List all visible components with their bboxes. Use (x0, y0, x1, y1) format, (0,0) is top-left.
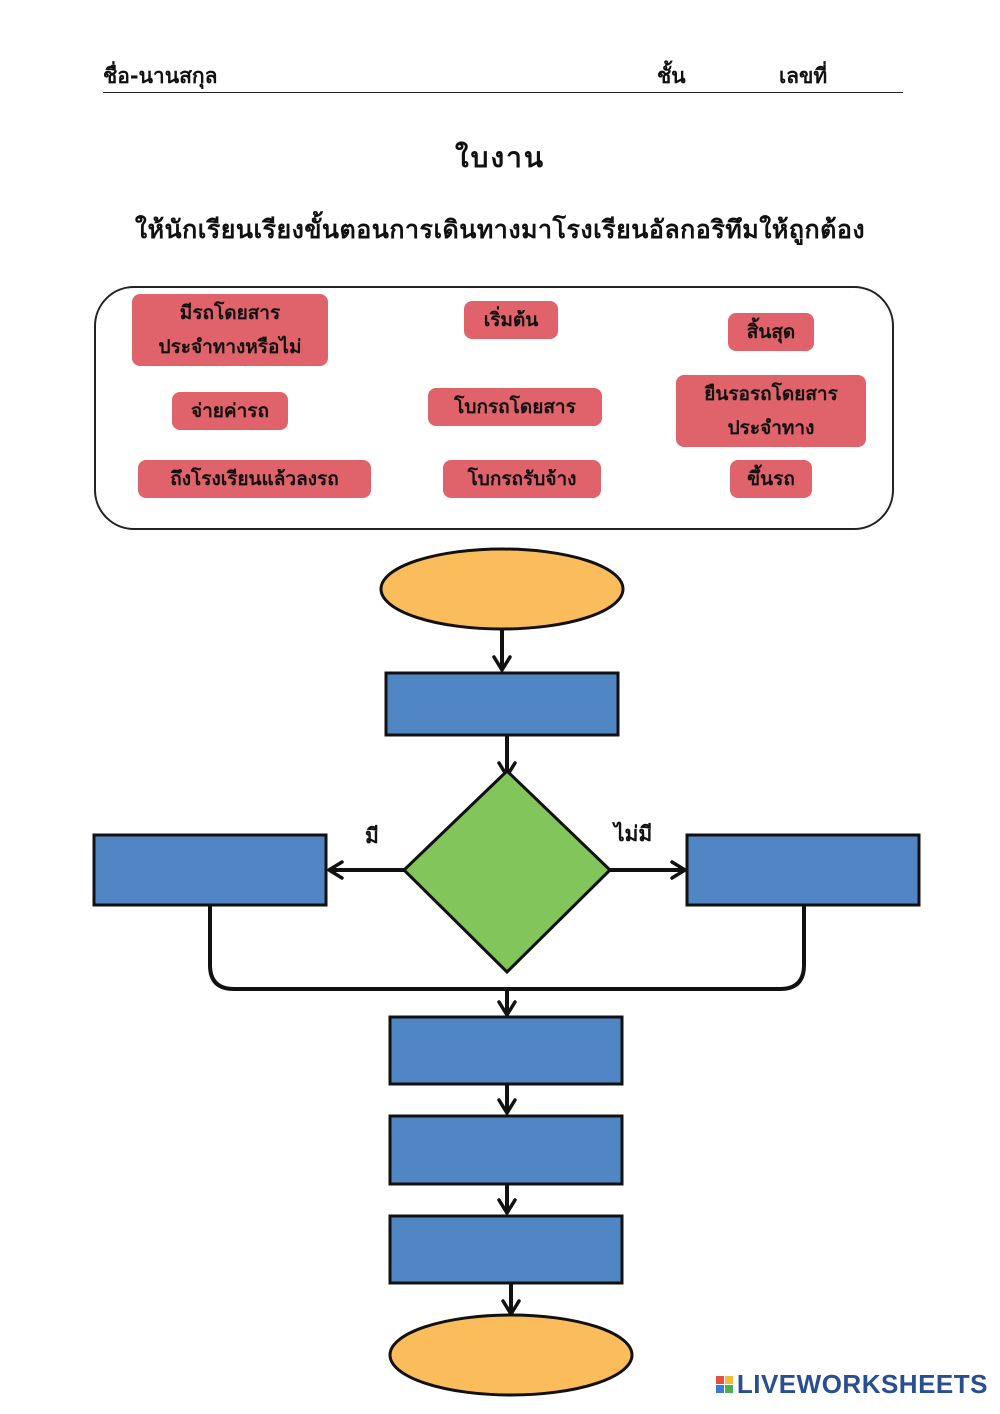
start-terminal-slot[interactable] (379, 547, 625, 631)
number-label: เลขที่ (779, 64, 828, 88)
tag-pay-fare[interactable]: จ่ายค่ารถ (172, 392, 288, 430)
tag-line: ประจำทาง (727, 417, 815, 439)
tag-line: เริ่มต้น (483, 309, 539, 331)
tag-line: มีรถโดยสาร (179, 302, 281, 324)
watermark-text: LIVEWORKSHEETS (736, 1369, 988, 1399)
decision-slot[interactable] (401, 768, 613, 975)
tag-hail-taxi[interactable]: โบกรถรับจ้าง (443, 460, 601, 498)
process-slot-no[interactable] (685, 833, 921, 907)
process-slot-3[interactable] (388, 1114, 624, 1186)
end-terminal-slot[interactable] (388, 1313, 634, 1397)
name-label: ชื่อ-นานสกุล (103, 64, 218, 88)
tag-line: ถึงโรงเรียนแล้วลงรถ (170, 468, 339, 490)
tag-line: ยืนรอรถโดยสาร (704, 383, 838, 405)
process-slot-yes[interactable] (92, 833, 328, 907)
tag-end[interactable]: สิ้นสุด (728, 313, 814, 351)
tag-arrive-school[interactable]: ถึงโรงเรียนแล้วลงรถ (138, 460, 371, 498)
tag-hail-bus[interactable]: โบกรถโดยสาร (428, 388, 602, 426)
tag-wait-for-bus[interactable]: ยืนรอรถโดยสาร ประจำทาง (676, 375, 866, 447)
liveworksheets-logo: LIVEWORKSHEETS (715, 1369, 988, 1400)
liveworksheets-mark-icon (715, 1376, 733, 1393)
tag-line: โบกรถรับจ้าง (467, 468, 577, 490)
no-branch-label: ไม่มี (614, 822, 653, 846)
yes-branch-label: มี (365, 824, 379, 848)
tag-line: สิ้นสุด (746, 321, 796, 343)
process-slot-4[interactable] (388, 1214, 624, 1285)
tag-has-bus-question[interactable]: มีรถโดยสาร ประจำทางหรือไม่ (132, 294, 328, 366)
process-slot-2[interactable] (388, 1015, 624, 1086)
tag-start[interactable]: เริ่มต้น (464, 301, 558, 339)
tag-line: จ่ายค่ารถ (190, 400, 270, 422)
instruction-text: ให้นักเรียนเรียงขั้นตอนการเดินทางมาโรงเร… (134, 215, 866, 244)
process-slot-1[interactable] (384, 671, 620, 737)
tag-line: ประจำทางหรือไม่ (158, 336, 302, 358)
class-label: ชั้น (657, 64, 686, 88)
word-bank (94, 286, 894, 530)
tag-line: โบกรถโดยสาร (454, 396, 576, 418)
tag-board-vehicle[interactable]: ขึ้นรถ (730, 460, 812, 498)
tag-line: ขึ้นรถ (747, 468, 795, 490)
header-underline (103, 92, 903, 93)
page-title: ใบงาน (455, 141, 545, 174)
